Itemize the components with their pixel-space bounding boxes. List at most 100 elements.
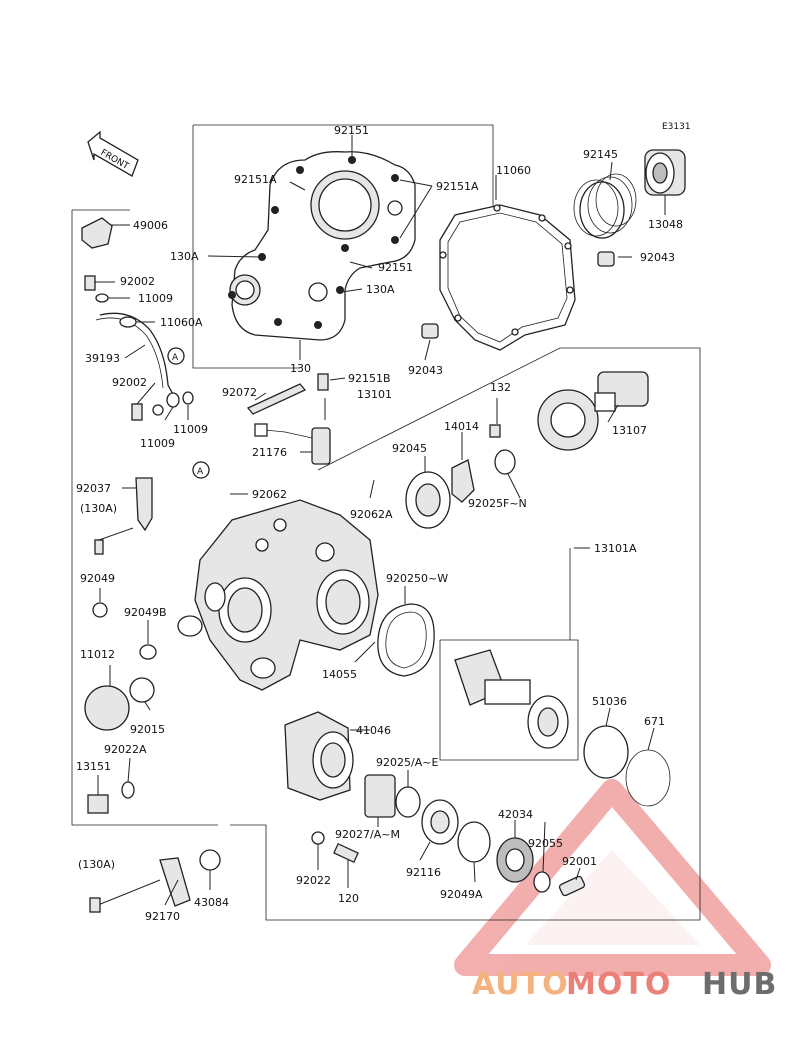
label-130a-right: 130A: [366, 283, 395, 296]
label-92025o-w: 920250~W: [386, 572, 448, 585]
svg-text:A: A: [197, 467, 204, 477]
bolt-92001: [558, 875, 586, 897]
pinion-housing-41046: [284, 711, 354, 801]
watermark-moto: MOTO: [566, 967, 671, 1002]
label-51036: 51036: [592, 695, 627, 708]
label-92170: 92170: [145, 910, 180, 923]
label-13101a: 13101A: [594, 542, 637, 555]
label-21176: 21176: [252, 446, 287, 459]
label-92025a-e: 92025/A~E: [376, 756, 438, 769]
label-130: 130: [290, 362, 311, 375]
sensor-21176: [254, 373, 331, 465]
label-92037: 92037: [76, 482, 111, 495]
group-frames: [71, 124, 701, 921]
callout-a-upper: A: [167, 347, 185, 365]
washer-92022: [311, 831, 325, 845]
gasket-11060: [439, 204, 576, 351]
oring-92055: [533, 871, 551, 893]
collar-92043-top: [597, 251, 615, 267]
label-11009-a: 11009: [138, 292, 173, 305]
bolt-132: [489, 424, 501, 438]
bearing-92116: [421, 799, 459, 845]
label-92002-a: 92002: [120, 275, 155, 288]
label-92151a-left: 92151A: [234, 173, 277, 186]
shim-92025-ae: [395, 786, 421, 818]
label-132: 132: [490, 381, 511, 394]
label-92151-top: 92151: [334, 124, 369, 137]
output-gear-set: [537, 371, 649, 451]
leader-lines: [94, 135, 666, 906]
watermark-hub: HUB: [702, 967, 777, 1002]
cam-14014: [451, 459, 475, 503]
label-14055: 14055: [322, 668, 357, 681]
label-39193: 39193: [85, 352, 120, 365]
svg-text:A: A: [172, 353, 179, 363]
label-92116: 92116: [406, 866, 441, 879]
label-92151a-right: 92151A: [436, 180, 479, 193]
label-92151-mid: 92151: [378, 261, 413, 274]
nut-92015: [129, 677, 155, 703]
label-92145: 92145: [583, 148, 618, 161]
callout-a-lower: A: [192, 461, 210, 479]
diagram-code: E3131: [662, 122, 691, 132]
label-13101: 13101: [357, 388, 392, 401]
label-41046: 41046: [356, 724, 391, 737]
label-130a-paren-2: (130A): [78, 858, 115, 871]
gasket-14055: [377, 603, 435, 677]
label-92027a-m: 92027/A~M: [335, 828, 400, 841]
seal-left: [177, 615, 203, 637]
label-120: 120: [338, 892, 359, 905]
label-92049: 92049: [80, 572, 115, 585]
label-13107: 13107: [612, 424, 647, 437]
collar-92043-mid: [421, 323, 439, 339]
oring-92022a: [121, 781, 135, 799]
switch-13151: [87, 794, 109, 814]
label-14014: 14014: [444, 420, 479, 433]
bolt-120: [333, 842, 359, 864]
label-92043-mid: 92043: [408, 364, 443, 377]
watermark-logo: AUTO MOTO HUB: [472, 967, 777, 1002]
sleeve-92027: [364, 774, 396, 818]
label-11012: 11012: [80, 648, 115, 661]
oring-671: [625, 749, 671, 807]
bracket-92037: [94, 477, 153, 555]
label-92062a: 92062A: [350, 508, 393, 521]
label-11009-b: 11009: [140, 437, 175, 450]
label-92049b: 92049B: [124, 606, 167, 619]
label-92049a: 92049A: [440, 888, 483, 901]
label-92045: 92045: [392, 442, 427, 455]
label-13151: 13151: [76, 760, 111, 773]
bevel-gear-case-cover: [228, 151, 416, 341]
label-92022: 92022: [296, 874, 331, 887]
shim-92025: [494, 449, 516, 475]
spring-92145: [573, 173, 637, 239]
part-labels: 92151 92151A 92151A 11060 92145 13048 49…: [76, 124, 683, 923]
label-92002-b: 92002: [112, 376, 147, 389]
label-130a-left: 130A: [170, 250, 199, 263]
watermark-auto: AUTO: [472, 967, 569, 1002]
clamp-92072: [246, 383, 307, 415]
label-92043-top: 92043: [640, 251, 675, 264]
label-11060a: 11060A: [160, 316, 203, 329]
cap-11012: [84, 685, 130, 731]
label-11060: 11060: [496, 164, 531, 177]
final-gear-case: [194, 499, 379, 691]
label-92072: 92072: [222, 386, 257, 399]
label-92062: 92062: [252, 488, 287, 501]
label-43084: 43084: [194, 896, 229, 909]
washer-92049b: [139, 644, 157, 660]
drive-coupling-13048: [644, 149, 686, 196]
label-92022a: 92022A: [104, 743, 147, 756]
bearing-92045: [405, 471, 451, 529]
label-92151b: 92151B: [348, 372, 391, 385]
washer-92049: [92, 602, 108, 618]
label-42034: 42034: [498, 808, 533, 821]
label-92001: 92001: [562, 855, 597, 868]
label-92055: 92055: [528, 837, 563, 850]
label-92015: 92015: [130, 723, 165, 736]
label-11009-c: 11009: [173, 423, 208, 436]
seal-51036: [583, 725, 629, 779]
label-13048: 13048: [648, 218, 683, 231]
